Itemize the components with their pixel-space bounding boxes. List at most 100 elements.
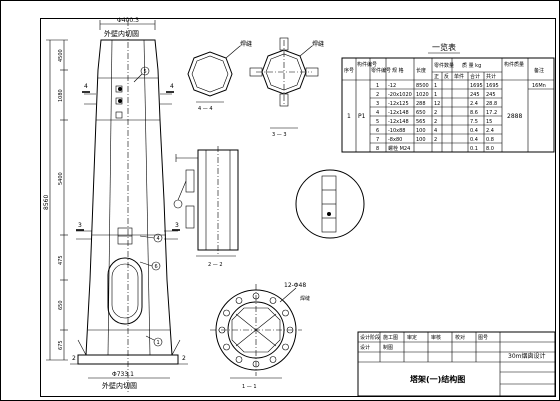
bom-title: 一览表 bbox=[432, 42, 456, 52]
bom-cell-no: 6 bbox=[376, 128, 379, 134]
height-dimensions: 8560 4500 1080 5400 475 650 675 bbox=[43, 39, 68, 361]
bom-cell-spec: 螺栓 M24 bbox=[388, 145, 410, 152]
callout-number: 4 bbox=[157, 236, 160, 242]
segment-dim: 675 bbox=[58, 340, 64, 350]
bom-cell-spec: -12x148 bbox=[388, 119, 409, 125]
title-block-label: 校对 bbox=[455, 334, 465, 341]
bom-cell-sum: 15 bbox=[486, 119, 492, 125]
tower-bottom-label: 外壁内切圆 bbox=[102, 381, 137, 390]
title-block-label: 制图 bbox=[383, 344, 393, 351]
section-mark: 2 bbox=[72, 355, 76, 362]
bom-subheader: 合计 bbox=[470, 73, 480, 80]
bom-cell-spec: -12x148 bbox=[388, 110, 409, 116]
bom-cell-sum: 2.4 bbox=[486, 128, 494, 134]
bom-cell-unit: 1695 bbox=[470, 83, 483, 89]
segment-dim: 4500 bbox=[58, 49, 64, 62]
bom-cell-len: 650 bbox=[416, 110, 426, 116]
title-block-label: 设计阶段 bbox=[360, 334, 380, 341]
bom-cell-sum: 0.8 bbox=[486, 137, 494, 143]
bom-cell-qty: 12 bbox=[434, 101, 440, 107]
bom-cell-qty: 2 bbox=[434, 110, 437, 116]
bom-cell-len: 8500 bbox=[416, 83, 429, 89]
bom-cell-unit: 7.5 bbox=[470, 119, 478, 125]
section-mark: 3 bbox=[78, 222, 82, 229]
section-view-3-3: 焊缝 3 — 3 bbox=[249, 37, 324, 138]
section-mark: 4 bbox=[170, 83, 174, 90]
bolt-hole-ring bbox=[218, 292, 294, 368]
door-detail bbox=[295, 169, 365, 239]
overall-height: 8560 bbox=[43, 195, 50, 210]
bom-cell-no: 2 bbox=[376, 92, 379, 98]
bom-header: 备注 bbox=[534, 67, 544, 74]
bom-header: 零件数量 bbox=[434, 62, 454, 69]
bom-header: 序号 bbox=[344, 67, 354, 74]
project-name: 30m烟囱设计 bbox=[508, 352, 545, 360]
bom-cell-spec: -20x1020 bbox=[388, 92, 412, 98]
ladder-detail: 2 — 2 bbox=[173, 146, 239, 268]
bom-subheader: 单件 bbox=[454, 73, 464, 80]
title-block-label: 图号 bbox=[478, 335, 488, 341]
bom-cell-no: 5 bbox=[376, 119, 379, 125]
bom-cell-no: 4 bbox=[376, 110, 379, 116]
bom-row-number: 1 bbox=[347, 113, 351, 120]
section-view-4-4: 焊缝 4 — 4 bbox=[187, 40, 252, 112]
bom-cell-no: 7 bbox=[376, 137, 379, 143]
title-block-label: 设计 bbox=[360, 344, 370, 351]
bom-cell-sum: 17.2 bbox=[486, 110, 497, 116]
section-label: 3 — 3 bbox=[272, 132, 287, 138]
callout-number: 1 bbox=[157, 340, 160, 346]
bom-component: P1 bbox=[358, 113, 366, 120]
bom-cell-qty: 4 bbox=[434, 128, 437, 134]
callout-number: 5 bbox=[144, 69, 147, 75]
bom-cell-spec: -8x80 bbox=[388, 137, 402, 143]
bom-subheader: 正 bbox=[434, 74, 439, 80]
tower-bottom-diameter: Φ733.1 bbox=[112, 371, 134, 378]
section-label: 4 — 4 bbox=[198, 106, 213, 112]
bom-subheader: 共计 bbox=[486, 73, 496, 80]
title-block-label: 审定 bbox=[407, 334, 417, 341]
section-label: 1 — 1 bbox=[242, 384, 257, 390]
bom-total-mass: 2888 bbox=[507, 113, 522, 120]
section-label: 2 — 2 bbox=[208, 262, 223, 268]
bom-cell-sum: 8.0 bbox=[486, 146, 494, 152]
bom-cell-no: 1 bbox=[376, 83, 379, 89]
bolt-hole-dim: 12-Φ48 bbox=[284, 282, 306, 289]
bom-header: 构件质量 bbox=[504, 61, 524, 68]
segment-dim: 5400 bbox=[58, 172, 64, 185]
base-plate-view: 12-Φ48 焊缝 1 — 1 bbox=[210, 282, 310, 390]
tower-top-label: 外壁内切圆 bbox=[104, 29, 139, 38]
tower-elevation: Φ400.3 外壁内切圆 bbox=[70, 17, 188, 392]
bom-cell-unit: 8.6 bbox=[470, 110, 478, 116]
bom-cell-sum: 1695 bbox=[486, 83, 499, 89]
bom-cell-len: 288 bbox=[416, 101, 426, 107]
section-mark: 2 bbox=[182, 355, 186, 362]
bom-cell-unit: 0.4 bbox=[470, 128, 478, 134]
bom-cell-len: 100 bbox=[416, 137, 426, 143]
segment-dim: 650 bbox=[58, 300, 64, 310]
bom-cell-sum: 28.8 bbox=[486, 101, 497, 107]
bom-header: 长度 bbox=[416, 67, 426, 74]
bom-cell-unit: 0.1 bbox=[470, 146, 478, 152]
segment-dim: 1080 bbox=[58, 89, 64, 102]
bom-cell-spec: -12 bbox=[388, 83, 396, 89]
bom-subheader: 反 bbox=[444, 73, 449, 80]
bom-cell-spec: -12x125 bbox=[388, 101, 409, 107]
drawing-title: 塔架(一)结构图 bbox=[410, 374, 465, 384]
weld-note: 焊缝 bbox=[300, 295, 310, 302]
title-block: 设计阶段 施工图 审定 审核 校对 设计 制图 图号 30m烟囱设计 塔架(一)… bbox=[357, 331, 556, 397]
bom-cell-qty: 1 bbox=[434, 92, 437, 98]
bom-cell-unit: 0.4 bbox=[470, 137, 478, 143]
section-mark: 3 bbox=[175, 222, 179, 229]
weld-label: 焊缝 bbox=[240, 40, 252, 48]
bom-cell-sum: 245 bbox=[486, 92, 496, 98]
bom-cell-len: 1020 bbox=[416, 92, 429, 98]
bom-cell-len: 100 bbox=[416, 128, 426, 134]
bom-table: 一览表 序号 构件编号 零件编号 规 格 长度 零件数量 质 量 kg 构件 bbox=[341, 42, 555, 153]
bom-remark: 16Mn bbox=[532, 83, 546, 89]
weld-label: 焊缝 bbox=[312, 40, 324, 48]
bom-header: 零件编号 bbox=[371, 67, 391, 74]
bom-header: 构件编号 bbox=[357, 61, 377, 68]
segment-dim: 475 bbox=[58, 255, 64, 265]
